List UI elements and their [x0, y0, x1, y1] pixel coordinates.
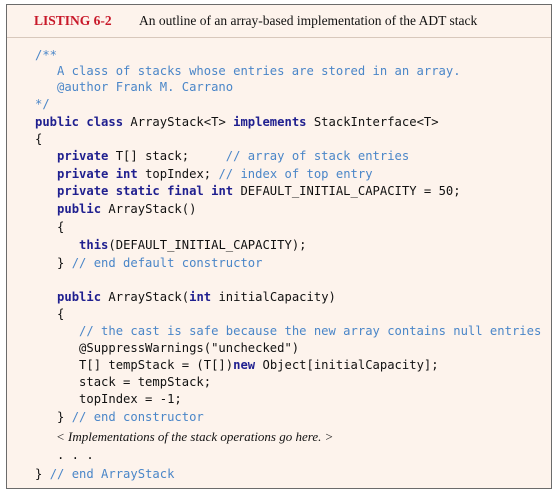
code-line: private int topIndex; // index of top en… — [35, 166, 373, 182]
code-keyword: this — [79, 238, 109, 252]
code-text: } — [35, 467, 50, 481]
code-text: DEFAULT_INITIAL_CAPACITY = 50; — [240, 184, 461, 198]
code-line: stack = tempStack; — [35, 374, 211, 390]
code-line: { — [35, 219, 64, 235]
code-line: // the cast is safe because the new arra… — [35, 323, 541, 339]
code-text: { — [35, 220, 65, 234]
code-text — [35, 149, 57, 163]
code-line: public ArrayStack(int initialCapacity) — [35, 289, 336, 305]
code-line: T[] tempStack = (T[])new Object[initialC… — [35, 357, 439, 373]
code-text — [35, 324, 79, 338]
code-text: StackInterface<T> — [313, 115, 439, 129]
code-line: topIndex = -1; — [35, 391, 182, 407]
code-comment: // array of stack entries — [225, 149, 410, 163]
listing-header: LISTING 6-2 An outline of an array-based… — [7, 5, 551, 38]
code-keyword: public class — [35, 115, 131, 129]
code-text: Object[initialCapacity]; — [262, 358, 439, 372]
code-text: initialCapacity) — [218, 290, 336, 304]
code-keyword: public — [57, 290, 109, 304]
code-text — [35, 184, 57, 198]
code-placeholder-text: < Implementations of the stack operation… — [56, 429, 333, 445]
code-line: public class ArrayStack<T> implements St… — [35, 114, 439, 130]
code-text: { — [35, 132, 43, 146]
code-comment: // end default constructor — [71, 256, 263, 270]
code-keyword: public — [57, 202, 109, 216]
code-line: } // end constructor — [35, 409, 204, 425]
code-keyword: private int — [57, 167, 146, 181]
code-comment: /** — [35, 48, 58, 62]
code-line: A class of stacks whose entries are stor… — [35, 63, 461, 79]
code-line: private static final int DEFAULT_INITIAL… — [35, 183, 461, 199]
code-keyword: int — [189, 290, 219, 304]
code-text: (DEFAULT_INITIAL_CAPACITY); — [108, 238, 307, 252]
code-line: @author Frank M. Carrano — [35, 79, 233, 95]
code-text: < Implementations of the stack operation… — [56, 429, 334, 444]
code-text: ArrayStack( — [108, 290, 190, 304]
code-keyword: new — [233, 358, 263, 372]
code-text — [35, 290, 57, 304]
code-comment: // index of top entry — [218, 167, 373, 181]
code-comment: A class of stacks whose entries are stor… — [35, 64, 461, 78]
code-keyword: private static final int — [57, 184, 241, 198]
code-line: } // end default constructor — [35, 255, 262, 271]
code-comment: // end ArrayStack — [49, 467, 175, 481]
code-text — [35, 167, 57, 181]
code-text: { — [35, 307, 65, 321]
code-text: stack = tempStack; — [35, 375, 212, 389]
code-line: private T[] stack; // array of stack ent… — [35, 148, 409, 164]
code-text — [35, 202, 57, 216]
code-keyword: private — [57, 149, 116, 163]
code-text: topIndex; — [145, 167, 219, 181]
code-line: public ArrayStack() — [35, 201, 196, 217]
code-text: topIndex = -1; — [35, 392, 182, 406]
code-text: } — [35, 410, 72, 424]
code-line: } // end ArrayStack — [35, 466, 174, 482]
code-text: } — [35, 256, 72, 270]
code-text: ArrayStack() — [108, 202, 197, 216]
code-line: . . . — [35, 447, 94, 463]
code-comment: // the cast is safe because the new arra… — [79, 324, 542, 338]
code-text — [35, 238, 79, 252]
code-comment: */ — [35, 97, 50, 111]
code-line: this(DEFAULT_INITIAL_CAPACITY); — [35, 237, 307, 253]
code-keyword: implements — [233, 115, 314, 129]
code-listing-box: LISTING 6-2 An outline of an array-based… — [6, 4, 552, 489]
code-text: T[] tempStack = (T[]) — [35, 358, 234, 372]
code-text: ArrayStack<T> — [130, 115, 234, 129]
code-comment: // end constructor — [71, 410, 204, 424]
listing-number: LISTING 6-2 — [34, 13, 112, 28]
code-line: */ — [35, 96, 50, 112]
code-text: @SuppressWarnings("unchecked") — [35, 341, 300, 355]
code-comment: @author Frank M. Carrano — [35, 80, 234, 94]
code-text: T[] stack; — [115, 149, 226, 163]
code-line: @SuppressWarnings("unchecked") — [35, 340, 299, 356]
code-line: { — [35, 306, 64, 322]
code-line: /** — [35, 47, 57, 63]
code-text: . . . — [35, 448, 94, 462]
listing-title: An outline of an array-based implementat… — [139, 13, 478, 28]
code-line: { — [35, 131, 42, 147]
